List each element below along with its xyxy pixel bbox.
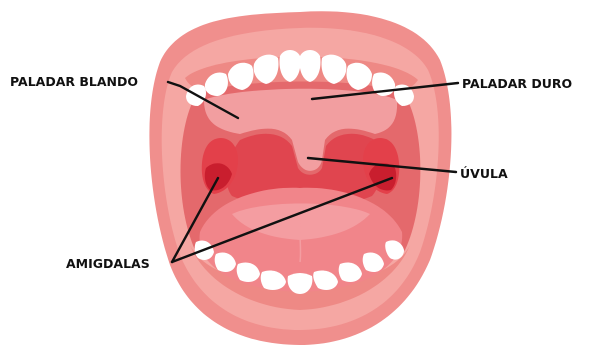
uvula-label: ÚVULA xyxy=(460,166,508,181)
soft-palate-label: PALADAR BLANDO xyxy=(10,74,138,89)
tonsils-label: AMIGDALAS xyxy=(66,256,150,271)
hard-palate-label: PALADAR DURO xyxy=(462,76,572,91)
